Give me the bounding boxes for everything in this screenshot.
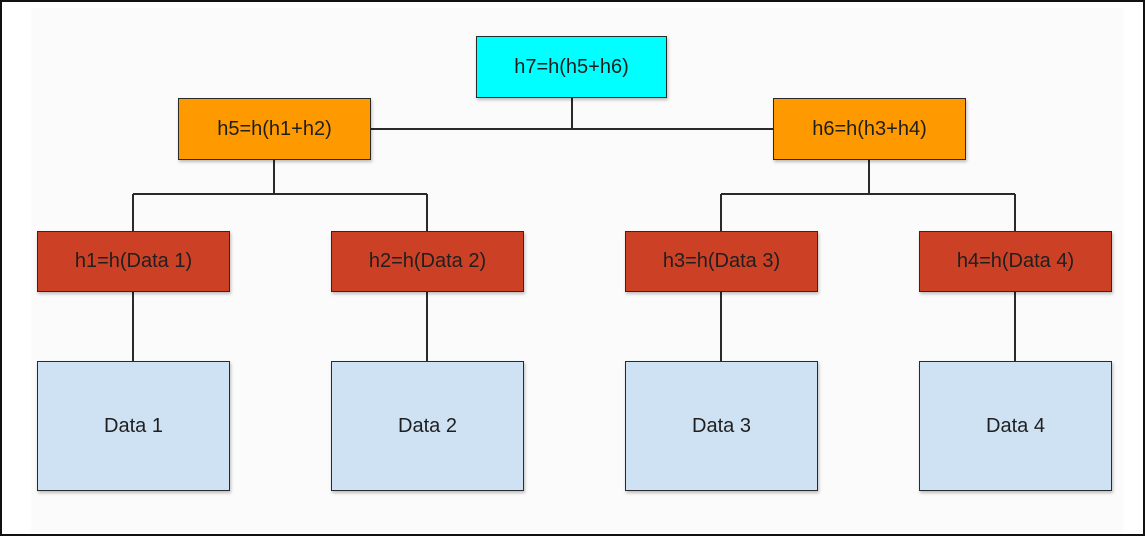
node-h3-hash: h3=h(Data 3) [625, 231, 818, 292]
data-block-3: Data 3 [625, 361, 818, 491]
node-h4-hash: h4=h(Data 4) [919, 231, 1112, 292]
data-block-1: Data 1 [37, 361, 230, 491]
data-block-2: Data 2 [331, 361, 524, 491]
node-h1-hash: h1=h(Data 1) [37, 231, 230, 292]
node-h7-root-hash: h7=h(h5+h6) [476, 36, 667, 98]
node-h2-hash: h2=h(Data 2) [331, 231, 524, 292]
node-h6-hash: h6=h(h3+h4) [773, 98, 966, 160]
data-block-4: Data 4 [919, 361, 1112, 491]
node-h5-hash: h5=h(h1+h2) [178, 98, 371, 160]
